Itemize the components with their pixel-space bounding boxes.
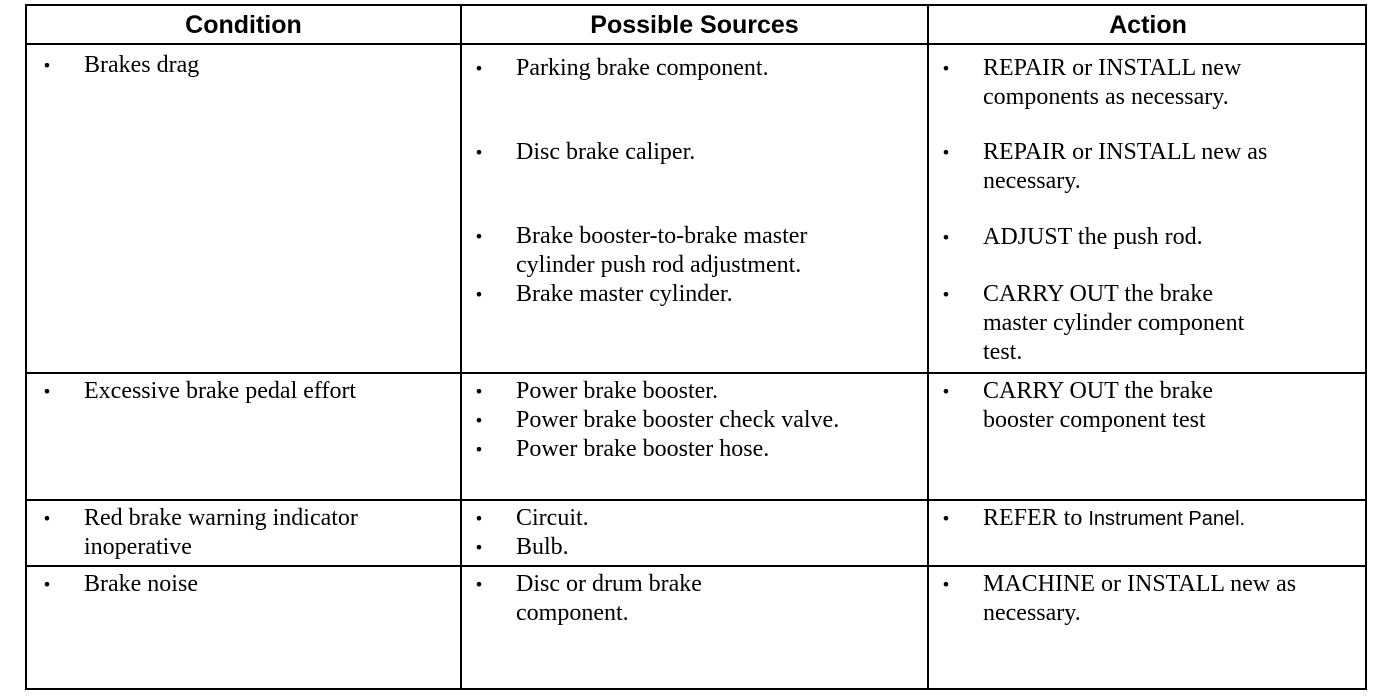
condition-text: Brakes drag: [84, 52, 200, 78]
condition-cell: • Brakes drag: [37, 51, 447, 80]
condition-cell: • Excessive brake pedal effort: [37, 377, 447, 406]
source-text: Parking brake component.: [516, 55, 769, 81]
list-item: • REFER to Instrument Panel.: [936, 504, 1356, 534]
action-text: CARRY OUT the brake booster component te…: [983, 378, 1213, 433]
list-item: • REPAIR or INSTALL new as necessary.: [936, 138, 1356, 196]
bullet-icon: •: [42, 56, 52, 75]
sources-cell: • Disc or drum brake component.: [469, 570, 914, 628]
bullet-icon: •: [941, 285, 951, 304]
sources-cell: • Power brake booster. • Power brake boo…: [469, 377, 914, 464]
source-text: Power brake booster check valve.: [516, 407, 840, 433]
source-text: Brake master cylinder.: [516, 281, 733, 307]
source-text: Disc brake caliper.: [516, 139, 696, 165]
bullet-icon: •: [941, 382, 951, 401]
bullet-icon: •: [42, 575, 52, 594]
list-item: • CARRY OUT the brake master cylinder co…: [936, 280, 1356, 367]
header-action: Action: [1109, 11, 1187, 39]
source-text: Power brake booster hose.: [516, 436, 770, 462]
action-text: REPAIR or INSTALL new as necessary.: [983, 139, 1268, 194]
action-text: CARRY OUT the brake master cylinder comp…: [983, 281, 1245, 365]
action-lead-text: REFER to: [983, 505, 1083, 531]
list-item: • REPAIR or INSTALL new components as ne…: [936, 54, 1356, 112]
action-cell: • REPAIR or INSTALL new components as ne…: [936, 51, 1356, 367]
bullet-icon: •: [474, 440, 484, 459]
list-item: • Power brake booster check valve.: [469, 406, 914, 435]
list-item: • Power brake booster.: [469, 377, 914, 406]
condition-text: Brake noise: [84, 571, 198, 597]
bullet-icon: •: [941, 575, 951, 594]
list-item: • Excessive brake pedal effort: [37, 377, 447, 406]
action-cell: • CARRY OUT the brake booster component …: [936, 377, 1356, 435]
list-item: • ADJUST the push rod.: [936, 223, 1356, 252]
header-condition: Condition: [185, 11, 302, 39]
bullet-icon: •: [474, 285, 484, 304]
bullet-icon: •: [941, 509, 951, 528]
list-item: • Brake booster-to-brake master cylinder…: [469, 222, 914, 280]
bullet-icon: •: [474, 143, 484, 162]
bullet-icon: •: [941, 228, 951, 247]
bullet-icon: •: [474, 382, 484, 401]
bullet-icon: •: [474, 411, 484, 430]
list-item: • Bulb.: [469, 533, 914, 562]
action-text: REPAIR or INSTALL new components as nece…: [983, 55, 1242, 110]
row-divider: [27, 565, 1365, 567]
bullet-icon: •: [474, 575, 484, 594]
action-text: ADJUST the push rod.: [983, 224, 1203, 250]
bullet-icon: •: [941, 59, 951, 78]
row-divider: [27, 499, 1365, 501]
condition-text: Excessive brake pedal effort: [84, 378, 357, 404]
list-item: • Brake noise: [37, 570, 447, 599]
list-item: • Brake master cylinder.: [469, 280, 914, 309]
list-item: • Disc brake caliper.: [469, 138, 914, 167]
list-item: • Disc or drum brake component.: [469, 570, 914, 628]
sources-cell: • Parking brake component. • Disc brake …: [469, 51, 914, 309]
bullet-icon: •: [474, 509, 484, 528]
source-text: Circuit.: [516, 505, 589, 531]
diagnosis-table: Condition Possible Sources Action • Brak…: [25, 4, 1367, 690]
source-text: Disc or drum brake component.: [516, 571, 702, 626]
column-divider: [460, 6, 462, 688]
bullet-icon: •: [474, 538, 484, 557]
sources-cell: • Circuit. • Bulb.: [469, 504, 914, 562]
list-item: • CARRY OUT the brake booster component …: [936, 377, 1356, 435]
list-item: • MACHINE or INSTALL new as necessary.: [936, 570, 1356, 628]
bullet-icon: •: [42, 382, 52, 401]
header-possible-sources: Possible Sources: [590, 11, 799, 39]
list-item: • Power brake booster hose.: [469, 435, 914, 464]
source-text: Brake booster-to-brake master cylinder p…: [516, 223, 808, 278]
column-divider: [927, 6, 929, 688]
action-cell: • MACHINE or INSTALL new as necessary.: [936, 570, 1356, 628]
action-text: MACHINE or INSTALL new as necessary.: [983, 571, 1297, 626]
condition-cell: • Red brake warning indicator inoperativ…: [37, 504, 447, 562]
action-cell: • REFER to Instrument Panel.: [936, 504, 1356, 534]
list-item: • Red brake warning indicator inoperativ…: [37, 504, 447, 562]
condition-text: Red brake warning indicator inoperative: [84, 505, 358, 560]
header-divider: [27, 43, 1365, 45]
condition-cell: • Brake noise: [37, 570, 447, 599]
action-reference-text: Instrument Panel.: [1088, 508, 1246, 530]
list-item: • Brakes drag: [37, 51, 447, 80]
source-text: Power brake booster.: [516, 378, 718, 404]
bullet-icon: •: [42, 509, 52, 528]
row-divider: [27, 372, 1365, 374]
bullet-icon: •: [941, 143, 951, 162]
source-text: Bulb.: [516, 534, 569, 560]
list-item: • Parking brake component.: [469, 54, 914, 83]
bullet-icon: •: [474, 59, 484, 78]
bullet-icon: •: [474, 227, 484, 246]
list-item: • Circuit.: [469, 504, 914, 533]
